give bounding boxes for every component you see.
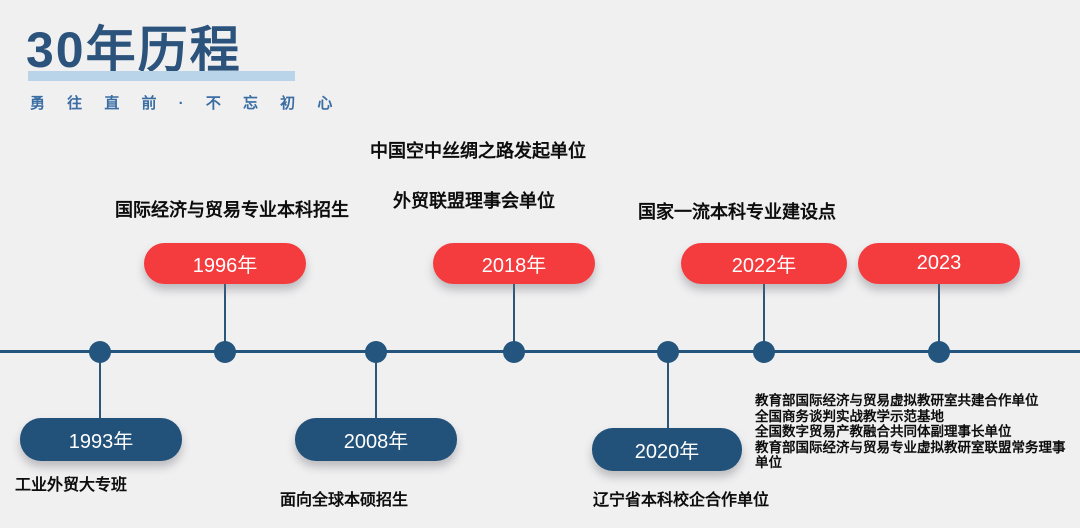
timeline-dot-2022 xyxy=(753,341,775,363)
milestone-pill-2023: 2023 xyxy=(858,243,1020,284)
milestone-pill-2018: 2018年 xyxy=(433,243,595,284)
milestone-pill-1993: 1993年 xyxy=(20,418,182,461)
connector-1993 xyxy=(99,352,101,418)
connector-2022 xyxy=(763,284,765,352)
timeline-axis xyxy=(0,350,1080,353)
milestone-pill-2020: 2020年 xyxy=(592,428,742,471)
milestone-label-2022: 国家一流本科专业建设点 xyxy=(638,202,836,222)
timeline-dot-2008 xyxy=(365,341,387,363)
achievements-2023: 教育部国际经济与贸易虚拟教研室共建合作单位 全国商务谈判实战教学示范基地 全国数… xyxy=(755,393,1077,471)
timeline-dot-1993 xyxy=(89,341,111,363)
timeline-dot-2020 xyxy=(657,341,679,363)
page-subtitle: 勇 往 直 前 · 不 忘 初 心 xyxy=(30,95,342,112)
milestone-pill-2008: 2008年 xyxy=(295,418,457,461)
title-underline-bar xyxy=(28,71,295,81)
page-title: 30年历程 xyxy=(26,22,242,78)
milestone-label-2020: 辽宁省本科校企合作单位 xyxy=(593,492,770,509)
achievement-item: 教育部国际经济与贸易专业虚拟教研室联盟常务理事单位 xyxy=(755,439,1066,471)
connector-2020 xyxy=(667,352,669,428)
milestone-label-1996: 国际经济与贸易专业本科招生 xyxy=(115,200,349,220)
milestone-pill-2022: 2022年 xyxy=(681,243,847,284)
milestone-label-1993: 工业外贸大专班 xyxy=(15,477,128,494)
achievement-item: 教育部国际经济与贸易虚拟教研室共建合作单位 xyxy=(755,393,1039,408)
connector-1996 xyxy=(224,284,226,352)
milestone-label-2018-1: 中国空中丝绸之路发起单位 xyxy=(370,141,586,161)
timeline-dot-1996 xyxy=(214,341,236,363)
achievement-item: 全国数字贸易产教融合共同体副理事长单位 xyxy=(755,424,1012,439)
milestone-label-2018-2: 外贸联盟理事会单位 xyxy=(393,191,555,211)
milestone-pill-1996: 1996年 xyxy=(144,243,306,284)
achievement-item: 全国商务谈判实战教学示范基地 xyxy=(755,408,944,424)
milestone-label-2008: 面向全球本硕招生 xyxy=(280,492,409,509)
connector-2023 xyxy=(938,284,940,352)
connector-2018 xyxy=(513,284,515,352)
timeline-dot-2023 xyxy=(928,341,950,363)
timeline-dot-2018 xyxy=(503,341,525,363)
connector-2008 xyxy=(375,352,377,418)
